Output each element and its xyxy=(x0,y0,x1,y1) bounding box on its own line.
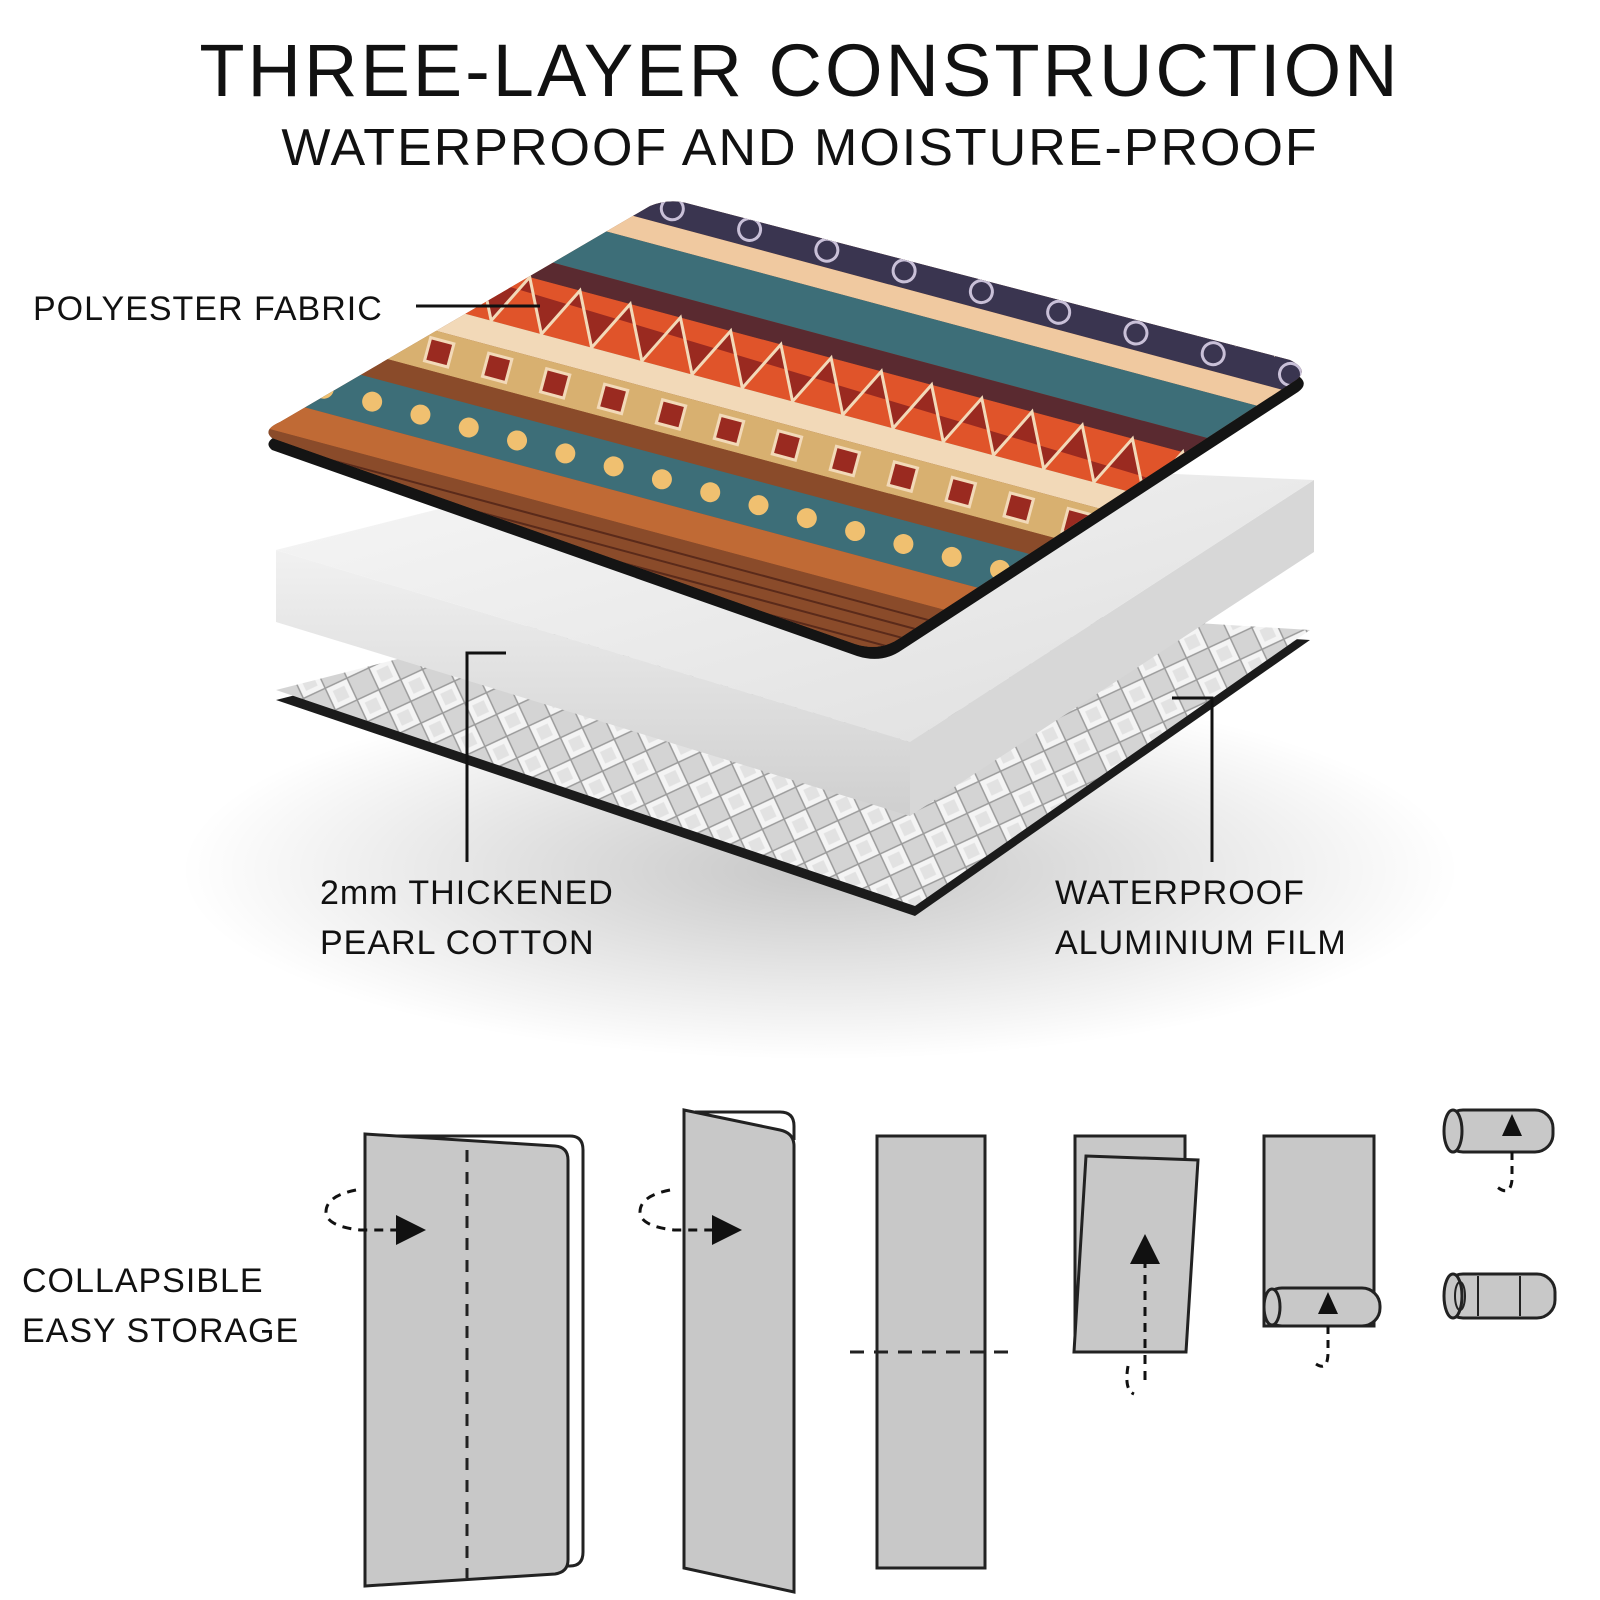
fold-step-5 xyxy=(1262,1134,1382,1368)
fold-step-4 xyxy=(1072,1134,1200,1396)
foam-leader-line xyxy=(465,651,506,862)
page-title: THREE-LAYER CONSTRUCTION xyxy=(199,29,1401,112)
polyester-fabric-label: POLYESTER FABRIC xyxy=(33,290,383,328)
storage-label: COLLAPSIBLE EASY STORAGE xyxy=(22,1262,300,1350)
aluminium-film-label: WATERPROOF ALUMINIUM FILM xyxy=(1055,874,1347,962)
fold-step-1 xyxy=(324,1132,585,1588)
fold-step-6 xyxy=(1442,1108,1557,1320)
page-subtitle: WATERPROOF AND MOISTURE-PROOF xyxy=(281,119,1319,177)
pearl-cotton-label: 2mm THICKENED PEARL COTTON xyxy=(320,874,614,962)
fold-step-3 xyxy=(850,1134,1012,1570)
folding-steps-diagram xyxy=(324,1108,1557,1594)
foil-leader-line xyxy=(1172,696,1214,862)
fold-step-2 xyxy=(638,1108,796,1594)
layer-diagram xyxy=(180,201,1460,1060)
